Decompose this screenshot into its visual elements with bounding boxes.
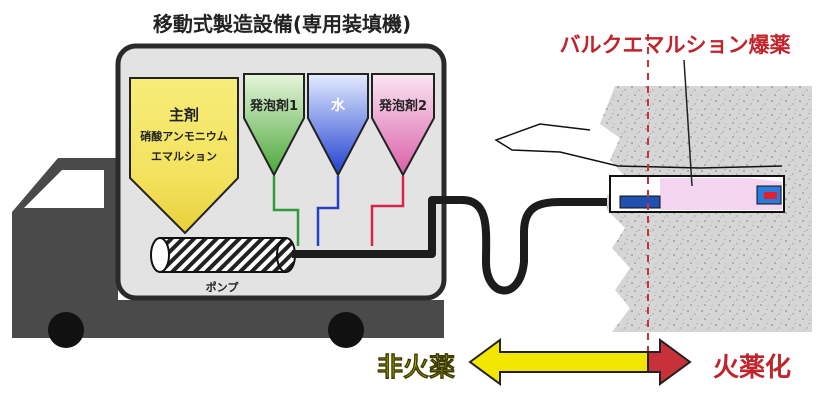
- truck-window: [24, 170, 104, 208]
- bulk-emulsion-label: バルクエマルション爆薬: [560, 33, 791, 57]
- foam1-line: [272, 176, 300, 246]
- rock-face: [494, 86, 812, 332]
- water-label: 水: [331, 97, 346, 114]
- foam1-tank: [243, 73, 305, 178]
- front-wheel: [48, 312, 84, 348]
- title: 移動式製造設備(専用装填機): [153, 12, 411, 36]
- double-arrow: [468, 338, 692, 386]
- foam2-line: [370, 176, 405, 246]
- non-explosive-label: 非火薬: [377, 353, 455, 383]
- truck-chassis: [12, 300, 444, 338]
- bulk-leader-line: [683, 59, 693, 187]
- output-hose: [292, 196, 620, 295]
- main-tank-label-2: 硝酸アンモニウム: [140, 129, 228, 143]
- water-line: [316, 176, 340, 246]
- explosive-label: 火薬化: [713, 353, 791, 383]
- main-tank-label-3: エマルション: [151, 150, 217, 163]
- foam1-label: 発泡剤1: [249, 98, 298, 114]
- hose-nozzle: [619, 195, 661, 209]
- pump-label: ポンプ: [206, 280, 240, 294]
- main-tank-label-1: 主剤: [169, 106, 199, 124]
- emulsion-charge: [660, 178, 782, 210]
- water-tank: [307, 73, 369, 178]
- truck: [12, 158, 444, 348]
- rear-wheel: [328, 312, 364, 348]
- foam2-label: 発泡剤2: [378, 98, 427, 114]
- foam2-tank: [371, 73, 435, 178]
- pump: [150, 237, 296, 273]
- main-tank: [129, 77, 239, 235]
